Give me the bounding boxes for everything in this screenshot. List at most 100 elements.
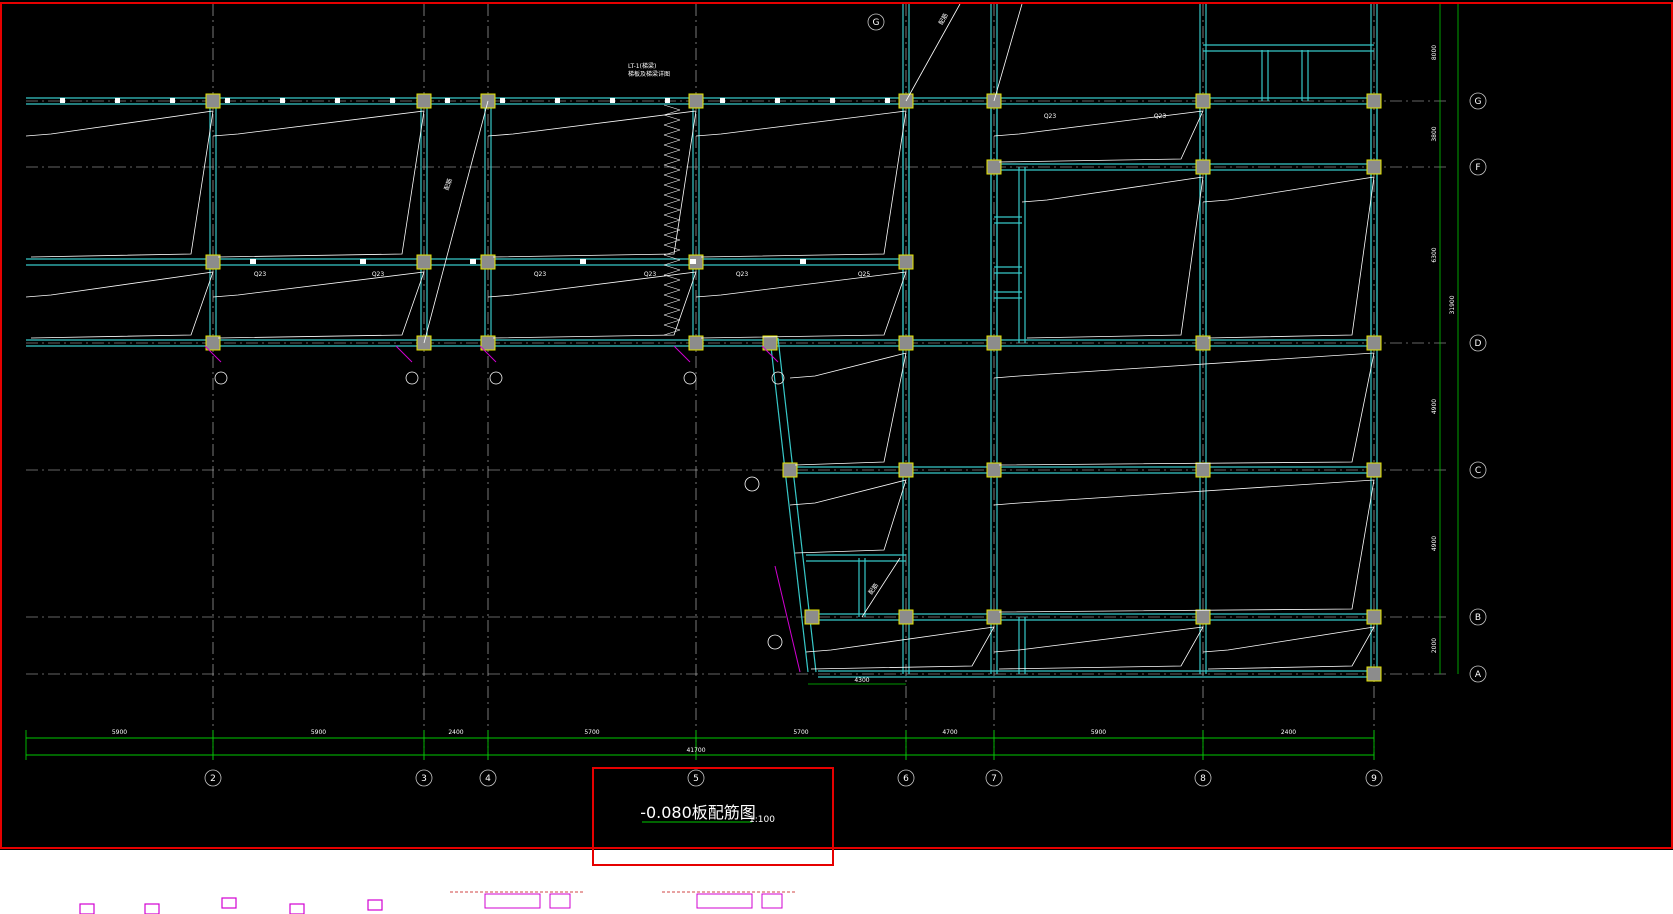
- selection-box-title: [592, 767, 834, 866]
- rebar-tick: [225, 98, 230, 103]
- grid-bubble-row: [1469, 608, 1487, 626]
- structural-column: [688, 335, 704, 351]
- grid-bubble-col: [687, 769, 705, 787]
- slab-rebar: [805, 626, 995, 670]
- stair-tread: [663, 254, 681, 261]
- stair-tread: [663, 139, 681, 146]
- slab-rebar: [1202, 176, 1375, 339]
- stair-tread: [663, 189, 681, 196]
- structural-column: [804, 609, 820, 625]
- rebar-tick: [580, 259, 586, 264]
- grid-label-top: G: [873, 18, 880, 28]
- section-mark: [395, 345, 413, 363]
- structural-column: [480, 254, 496, 270]
- structural-column: [898, 609, 914, 625]
- section-mark: [673, 345, 691, 363]
- stair-tread: [663, 164, 681, 171]
- structural-column: [1366, 93, 1382, 109]
- rebar-detail-label: C10@200: [86, 892, 110, 898]
- slab-rebar: [25, 110, 214, 258]
- slab-rebar: [212, 271, 425, 339]
- slab-rebar: [993, 626, 1204, 670]
- grid-bubble-col: [1365, 769, 1383, 787]
- diagonal-rebar-label: 配筋: [867, 582, 880, 596]
- rebar-detail-label: C10@200: [228, 886, 252, 892]
- stair-tread: [663, 314, 681, 321]
- structural-column: [688, 93, 704, 109]
- structural-column: [205, 93, 221, 109]
- structural-column: [1366, 335, 1382, 351]
- grid-bubble-col: [479, 769, 497, 787]
- stair-tread: [663, 259, 681, 266]
- structural-column: [1366, 666, 1382, 682]
- structural-column: [205, 254, 221, 270]
- rebar-detail-label: 配筋说明: [410, 877, 430, 884]
- dimension-label: 2400: [448, 729, 463, 736]
- structural-column: [1195, 335, 1211, 351]
- grid-label-col: 3: [421, 774, 427, 784]
- slab-rebar: [695, 271, 907, 339]
- grid-bubble-row: [1469, 158, 1487, 176]
- rebar-detail-label: 配筋说明: [622, 877, 642, 884]
- stair-tread: [663, 329, 681, 336]
- rebar-tick: [250, 259, 256, 264]
- dimension-label: 5900: [112, 729, 127, 736]
- diagonal-rebar: [423, 100, 489, 344]
- rebar-tick: [665, 98, 670, 103]
- stair-tread: [663, 114, 681, 121]
- beam-label: Q23: [1044, 113, 1057, 120]
- stair-tread: [663, 234, 681, 241]
- rebar-detail-block: [761, 893, 783, 909]
- stair-note-label: 梯板及梯梁详图: [628, 70, 670, 78]
- structural-column: [782, 462, 798, 478]
- structural-column: [1195, 462, 1211, 478]
- grid-label-col: 4: [485, 774, 491, 784]
- grid-label-col: 2: [210, 774, 216, 784]
- detail-strip-background: [0, 850, 1673, 914]
- slab-rebar: [25, 271, 214, 339]
- slab-rebar: [993, 479, 1375, 613]
- dimension-label: 6300: [1431, 247, 1438, 262]
- structural-column: [986, 609, 1002, 625]
- structural-column: [205, 335, 221, 351]
- beam-label: Q25: [858, 271, 871, 278]
- stair-tread: [663, 129, 681, 136]
- structural-column: [986, 159, 1002, 175]
- rebar-detail-section: [79, 903, 95, 914]
- stair-tread: [663, 279, 681, 286]
- rebar-detail-label: C10@200: [374, 888, 398, 894]
- section-bubble: [489, 371, 503, 385]
- stair-tread: [663, 144, 681, 151]
- grid-bubble-col: [985, 769, 1003, 787]
- grid-label-row: B: [1475, 613, 1481, 623]
- beam-label: Q23: [644, 271, 657, 278]
- structural-column: [1195, 609, 1211, 625]
- stair-tread: [663, 104, 681, 111]
- stair-tread: [663, 304, 681, 311]
- slab-rebar: [1021, 176, 1204, 339]
- grid-label-col: 5: [693, 774, 699, 784]
- rebar-tick: [830, 98, 835, 103]
- diagonal-rebar-label: 配筋: [937, 12, 950, 26]
- slab-rebar: [487, 271, 697, 339]
- section-mark: [479, 345, 497, 363]
- structural-column: [1366, 159, 1382, 175]
- dimension-label: 5900: [1091, 729, 1106, 736]
- grid-label-col: 9: [1371, 774, 1377, 784]
- grid-label-row: D: [1475, 339, 1482, 349]
- grid-bubble-row: [1469, 665, 1487, 683]
- grid-bubble-col: [204, 769, 222, 787]
- rebar-tick: [610, 98, 615, 103]
- stair-tread: [663, 134, 681, 141]
- rebar-detail-label: C10@200: [296, 892, 320, 898]
- structural-column: [1366, 609, 1382, 625]
- grid-label-col: 6: [903, 774, 909, 784]
- rebar-detail-block: [696, 893, 753, 909]
- rebar-detail-block: [484, 893, 541, 909]
- stair-tread: [663, 149, 681, 156]
- stair-tread: [663, 294, 681, 301]
- dimension-label: 5700: [793, 729, 808, 736]
